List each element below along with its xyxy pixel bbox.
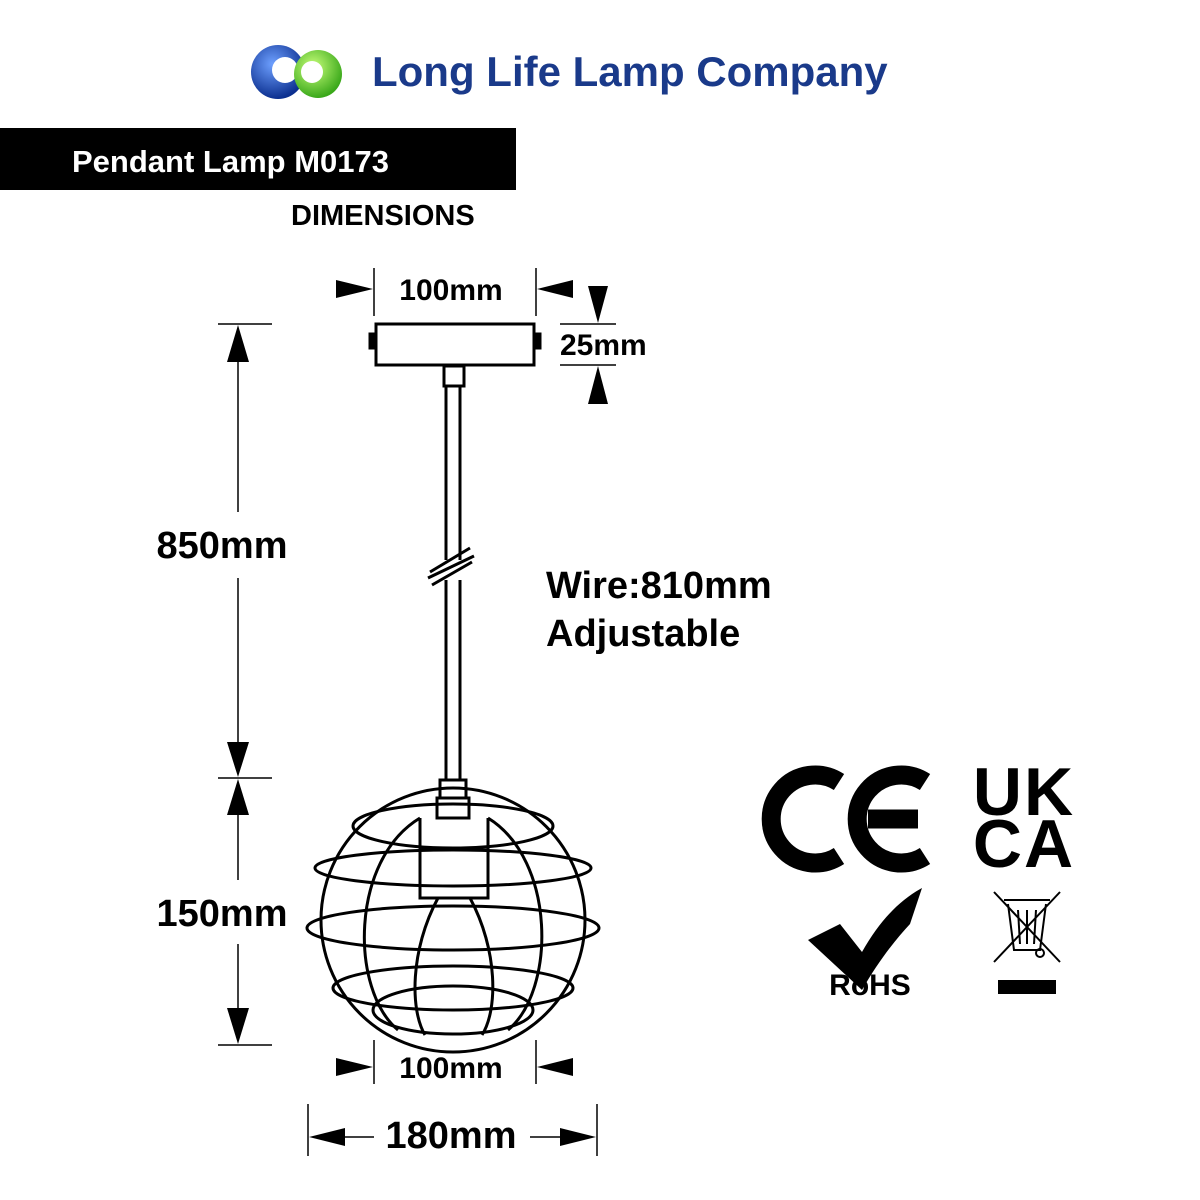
rohs-text: RoHS: [829, 969, 911, 1002]
ukca-top-text: UK: [973, 754, 1075, 830]
drop-length-dimension: [218, 323, 272, 779]
shade-bottom-width-label: 100mm: [399, 1052, 502, 1085]
ceiling-canopy: [368, 322, 542, 388]
product-title: Pendant Lamp M0173: [72, 144, 389, 179]
rohs-check-icon: RoHS: [808, 888, 922, 1002]
title-bar: [0, 128, 516, 190]
canopy-height-label: 25mm: [560, 329, 647, 362]
drop-length-label: 850mm: [157, 525, 288, 567]
shade-width-label: 180mm: [386, 1115, 517, 1157]
ukca-bottom-text: CA: [973, 806, 1075, 882]
wire-adjustable-text: Adjustable: [546, 613, 740, 655]
cage-shade: [305, 786, 601, 1054]
shade-height-label: 150mm: [157, 893, 288, 935]
company-name: Long Life Lamp Company: [372, 48, 888, 95]
shade-width-dimension: [307, 1104, 598, 1156]
suspension-rod: [427, 386, 475, 800]
weee-bin-icon: [993, 891, 1061, 994]
company-logo: Long Life Lamp Company: [251, 45, 888, 99]
canopy-width-dimension: [336, 268, 573, 316]
shade-bottom-width-dimension: [336, 1040, 573, 1084]
ukca-mark-icon: UK CA: [973, 754, 1075, 882]
ce-mark-icon: [761, 765, 931, 873]
canopy-height-dimension: [560, 286, 616, 404]
shade-height-dimension: [218, 779, 272, 1046]
logo-rings-icon: [251, 45, 342, 99]
section-heading: DIMENSIONS: [291, 200, 475, 232]
wire-length-text: Wire:810mm: [546, 565, 772, 607]
canopy-width-label: 100mm: [399, 274, 502, 307]
